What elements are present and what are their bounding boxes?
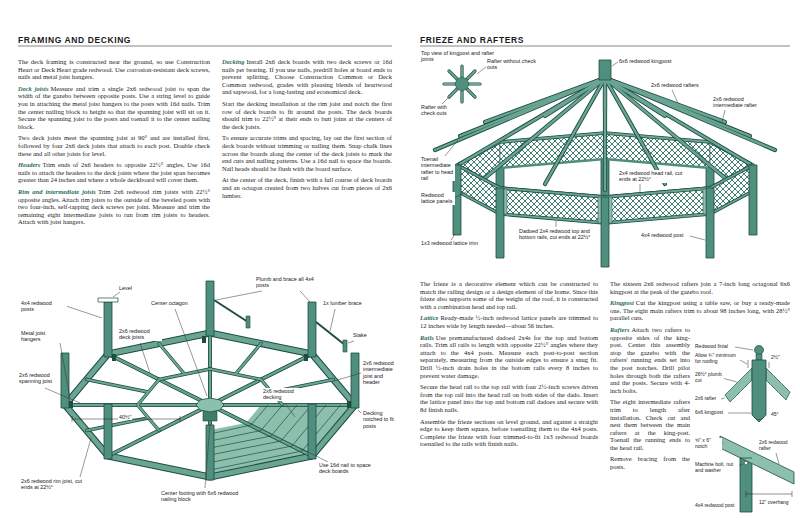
run-in-head: Rafters bbox=[610, 326, 630, 333]
paragraph: Secure the head rail to the top rail wit… bbox=[420, 383, 598, 413]
callout-label: Level bbox=[118, 285, 133, 291]
body-text: The frieze is a decorative element which… bbox=[420, 280, 598, 310]
body-text: Use premanufactured dadoed 2x4s for the … bbox=[420, 334, 598, 379]
callout-label: Dadoed 2x4 redwood top and bottom rails,… bbox=[518, 228, 596, 241]
callout-label: 2x6 redwood spanning joist bbox=[18, 372, 60, 385]
callout-label: 40½" bbox=[118, 414, 132, 420]
frieze-rafters-drawing bbox=[435, 60, 775, 267]
callout-label: Redwood lattice panels bbox=[420, 192, 455, 205]
callout-label: Rafter without check outs bbox=[486, 58, 538, 71]
paragraph: RaftersAttach two rafters to opposite si… bbox=[610, 326, 690, 394]
callout-label: 1x lumber brace bbox=[322, 300, 363, 306]
callout-label: 4x4 redwood post bbox=[694, 503, 735, 509]
callout-label: Allow ¾" minimum for roofing bbox=[694, 353, 740, 365]
run-in-head: Rim and intermediate joists bbox=[18, 188, 96, 195]
callout-label: Machine bolt, nut and washer bbox=[694, 462, 739, 474]
callout-label: Metal joist hangers bbox=[20, 330, 62, 343]
rafter-detail-drawing bbox=[718, 346, 794, 513]
callout-label: 4x4 redwood posts bbox=[20, 300, 67, 313]
body-text: The eight intermediate rafters trim to l… bbox=[610, 398, 690, 451]
run-in-head: Lattice bbox=[420, 314, 438, 321]
paragraph: KingpostCut the kingpost using a table s… bbox=[610, 299, 790, 322]
heading-rule bbox=[18, 46, 392, 47]
paragraph: Two deck joists meet the spanning joist … bbox=[18, 134, 210, 157]
text-column: The deck framing is constructed near the… bbox=[18, 58, 210, 230]
body-text: To ensure accurate trims and spacing, la… bbox=[222, 134, 392, 171]
paragraph: To ensure accurate trims and spacing, la… bbox=[222, 134, 392, 172]
body-text: Start the decking installation at the ri… bbox=[222, 100, 392, 130]
deck-framing-drawing bbox=[45, 281, 361, 488]
callout-label: Rafter with check outs bbox=[420, 104, 458, 117]
paragraph: The sixteen 2x6 redwood rafters join a 7… bbox=[610, 280, 790, 295]
callout-label: 2x6 redwood rim joist, cut ends at 22½° bbox=[20, 478, 92, 491]
body-text: Install 2x6 deck boards with two deck sc… bbox=[222, 58, 392, 95]
run-in-head: Deck joists bbox=[18, 85, 48, 92]
paragraph: Assemble the frieze sections on level gr… bbox=[420, 418, 598, 448]
paragraph: The eight intermediate rafters trim to l… bbox=[610, 398, 690, 451]
text-column: DeckingInstall 2x6 deck boards with two … bbox=[222, 58, 392, 203]
callout-label: Plumb and brace all 4x4 posts bbox=[255, 276, 317, 289]
callout-label: Stake bbox=[352, 332, 368, 338]
callout-label: Toenail intermediate rafter to head rail bbox=[420, 156, 455, 181]
run-in-head: Decking bbox=[222, 58, 244, 65]
body-text: At the center of the deck, finish with a… bbox=[222, 176, 392, 198]
body-text: Secure the head rail to the top rail wit… bbox=[420, 383, 598, 413]
body-text: Two deck joists meet the spanning joist … bbox=[18, 134, 210, 156]
callout-label: 2x6 redwood intermediate rafter bbox=[712, 96, 776, 109]
run-in-head: Rails bbox=[420, 334, 434, 341]
callout-label: 2x4 redwood head rail, cut ends at 22½° bbox=[618, 170, 694, 183]
paragraph: The frieze is a decorative element which… bbox=[420, 280, 598, 310]
body-text: Trim ends of 2x6 headers to opposite 22½… bbox=[18, 161, 210, 183]
callout-label: 12" overhang bbox=[758, 500, 790, 506]
callout-label: 2x6 redwood rafters bbox=[650, 82, 700, 88]
callout-label: 26½° plumb cut bbox=[694, 372, 724, 384]
callout-label: Redwood finial bbox=[694, 344, 729, 350]
paragraph: RailsUse premanufactured dadoed 2x4s for… bbox=[420, 334, 598, 380]
callout-label: 6x6 kingpost bbox=[694, 410, 724, 416]
paragraph: At the center of the deck, finish with a… bbox=[222, 176, 392, 199]
callout-label: Decking notched to fit posts bbox=[362, 410, 398, 429]
callout-label: 2x6 redwood decking bbox=[262, 388, 309, 401]
callout-label: 2x6 redwood intermediate joist and heade… bbox=[362, 360, 400, 385]
paragraph: LatticeReady-made ½-inch redwood lattice… bbox=[420, 314, 598, 329]
callout-label: 4x4 redwood post bbox=[640, 232, 685, 238]
callout-label: Center octagon bbox=[150, 300, 189, 306]
run-in-head: Kingpost bbox=[610, 299, 634, 306]
callout-label: Use 16d nail to space deck boards bbox=[318, 462, 372, 475]
body-text: Remove bracing from the posts. bbox=[610, 455, 690, 470]
callout-label: 2½" bbox=[770, 355, 781, 361]
callout-label: Center footing with 6x6 redwood nailing … bbox=[160, 490, 254, 503]
body-text: Ready-made ½-inch redwood lattice panels… bbox=[420, 314, 598, 329]
paragraph: Rim and intermediate joistsTrim 2x6 redw… bbox=[18, 188, 210, 226]
body-text: Assemble the frieze sections on level gr… bbox=[420, 418, 598, 448]
body-text: Measure and trim a single 2x6 redwood jo… bbox=[18, 85, 210, 130]
paragraph: Deck joistsMeasure and trim a single 2x6… bbox=[18, 85, 210, 131]
callout-label: 2x6 rafter bbox=[694, 396, 717, 402]
paragraph: DeckingInstall 2x6 deck boards with two … bbox=[222, 58, 392, 96]
text-column: The frieze is a decorative element which… bbox=[420, 280, 598, 452]
page-heading: FRAMING AND DECKING bbox=[18, 35, 131, 45]
body-text: The deck framing is constructed near the… bbox=[18, 58, 210, 80]
body-text: Cut the kingpost using a table saw, or b… bbox=[610, 299, 790, 321]
heading-rule bbox=[420, 46, 790, 47]
callout-label: 2x6 redwood deck joists bbox=[118, 328, 162, 341]
page-heading: FRIEZE AND RAFTERS bbox=[420, 35, 524, 45]
callout-label: ⅝" x 6" notch bbox=[694, 438, 722, 450]
callout-label: 45° bbox=[770, 412, 780, 418]
body-text: The sixteen 2x6 redwood rafters join a 7… bbox=[610, 280, 790, 295]
callout-label: 2x6 redwood rafter bbox=[758, 440, 796, 452]
callout-label: 6x6 redwood kingpost bbox=[618, 58, 672, 64]
callout-label: 1x3 redwood lattice trim bbox=[420, 240, 479, 246]
body-text: Attach two rafters to opposite sides of … bbox=[610, 326, 690, 394]
paragraph: The deck framing is constructed near the… bbox=[18, 58, 210, 81]
paragraph: Start the decking installation at the ri… bbox=[222, 100, 392, 130]
paragraph: HeadersTrim ends of 2x6 headers to oppos… bbox=[18, 161, 210, 184]
paragraph: Remove bracing from the posts. bbox=[610, 455, 690, 470]
run-in-head: Headers bbox=[18, 161, 40, 168]
